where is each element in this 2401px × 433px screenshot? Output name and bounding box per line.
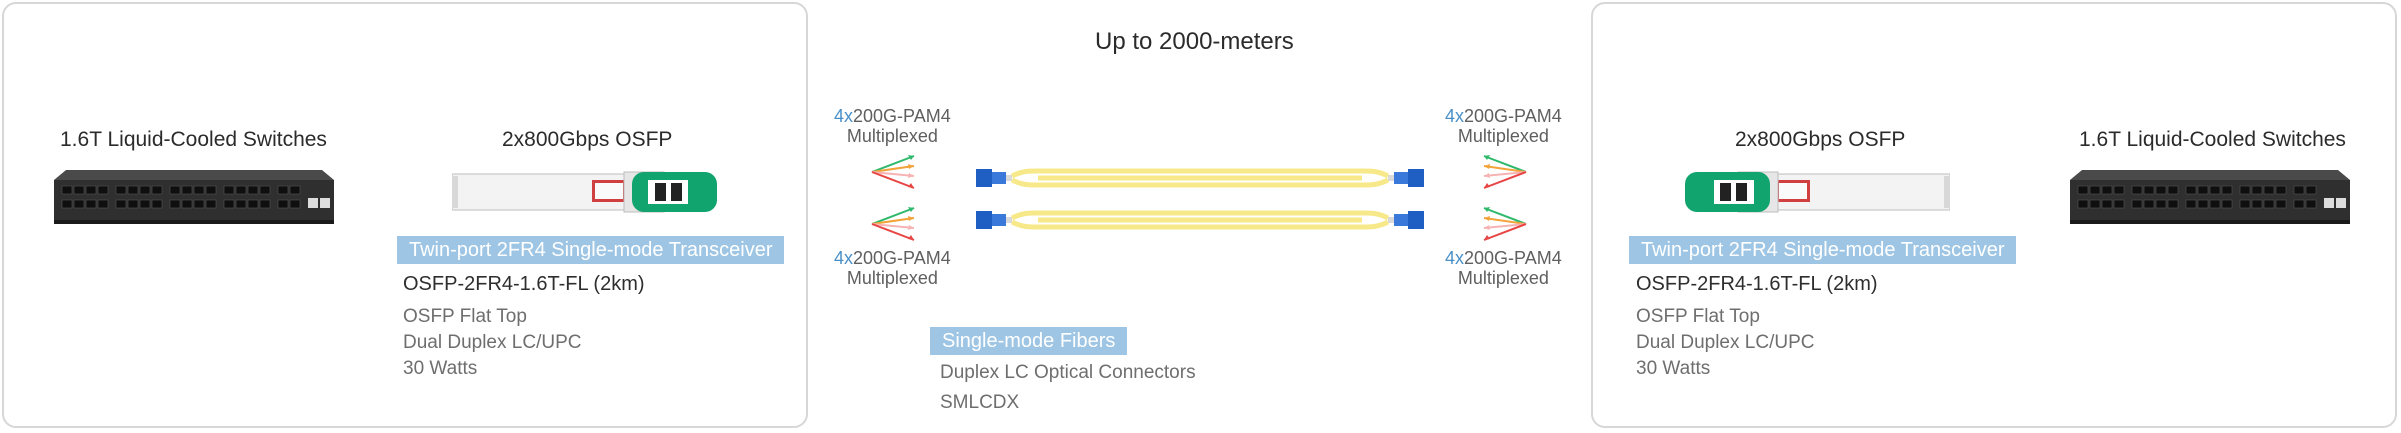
span-title: Up to 2000-meters — [1095, 28, 1294, 55]
right-spec-2: Dual Duplex LC/UPC — [1636, 332, 1815, 353]
left-bottom-mux-label: 4x200G-PAM4 Multiplexed — [834, 248, 951, 288]
right-spec-1: OSFP Flat Top — [1636, 306, 1760, 327]
right-transceiver-tag: Twin-port 2FR4 Single-mode Transceiver — [1629, 236, 2017, 264]
mux-signal: 200G-PAM4 — [853, 248, 951, 268]
left-top-mux-arrows — [871, 155, 915, 189]
left-transceiver-tag: Twin-port 2FR4 Single-mode Transceiver — [397, 236, 785, 264]
mux-signal: 200G-PAM4 — [1464, 106, 1562, 126]
mux-count: 4x — [1445, 106, 1465, 126]
right-part-number: OSFP-2FR4-1.6T-FL (2km) — [1636, 273, 1878, 295]
fiber-tag: Single-mode Fibers — [930, 327, 1128, 355]
mux-label: Multiplexed — [1457, 126, 1549, 146]
mux-label: Multiplexed — [846, 268, 938, 288]
left-top-mux-label: 4x200G-PAM4 Multiplexed — [834, 106, 951, 146]
mux-count: 4x — [1445, 248, 1465, 268]
mux-label: Multiplexed — [1457, 268, 1549, 288]
left-osfp-module-image — [452, 171, 717, 213]
right-spec-3: 30 Watts — [1636, 358, 1711, 379]
fiber-cables — [976, 168, 1424, 230]
left-module-label: 2x800Gbps OSFP — [502, 128, 673, 151]
left-spec-2: Dual Duplex LC/UPC — [403, 332, 582, 353]
fiber-spec-1: Duplex LC Optical Connectors — [940, 362, 1196, 383]
right-osfp-module-image — [1685, 171, 1950, 213]
mux-count: 4x — [834, 106, 854, 126]
left-part-number: OSFP-2FR4-1.6T-FL (2km) — [403, 273, 645, 295]
mux-signal: 200G-PAM4 — [1464, 248, 1562, 268]
left-spec-1: OSFP Flat Top — [403, 306, 527, 327]
left-spec-3: 30 Watts — [403, 358, 478, 379]
mux-label: Multiplexed — [846, 126, 938, 146]
right-bottom-mux-arrows — [1483, 207, 1527, 241]
left-switch-image — [54, 170, 334, 224]
right-module-label: 2x800Gbps OSFP — [1735, 128, 1906, 151]
fiber-spec-2: SMLCDX — [940, 392, 1020, 413]
fiber-cable-top — [976, 168, 1424, 188]
right-switch-label: 1.6T Liquid-Cooled Switches — [2079, 128, 2346, 151]
left-bottom-mux-arrows — [871, 207, 915, 241]
left-switch-label: 1.6T Liquid-Cooled Switches — [60, 128, 327, 151]
mux-signal: 200G-PAM4 — [853, 106, 951, 126]
right-switch-image — [2070, 170, 2350, 224]
right-top-mux-label: 4x200G-PAM4 Multiplexed — [1445, 106, 1562, 146]
right-top-mux-arrows — [1483, 155, 1527, 189]
fiber-cable-bottom — [976, 210, 1424, 230]
mux-count: 4x — [834, 248, 854, 268]
right-bottom-mux-label: 4x200G-PAM4 Multiplexed — [1445, 248, 1562, 288]
